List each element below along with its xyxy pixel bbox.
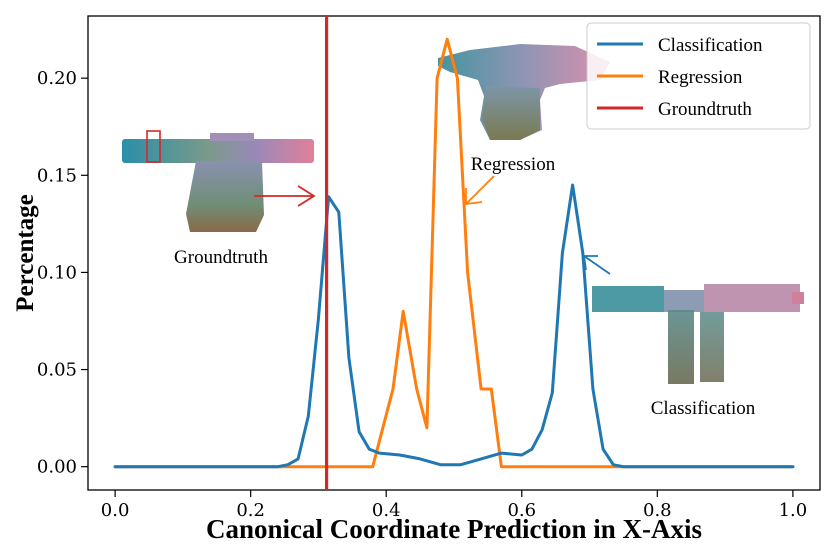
y-axis-ticks: 0.00 0.05 0.10 0.15 0.20 <box>37 68 88 478</box>
legend-label-classification: Classification <box>658 35 763 56</box>
classification-pointcloud-illustration <box>592 284 804 384</box>
regression-pointcloud-illustration <box>438 44 610 140</box>
classification-arrow <box>582 255 611 275</box>
x-tick-label: 1.0 <box>779 500 808 521</box>
x-axis-title: Canonical Coordinate Prediction in X-Axi… <box>206 514 702 544</box>
x-tick-label: 0.2 <box>236 500 265 521</box>
annotation-groundtruth: Groundtruth <box>174 247 268 268</box>
y-axis-title: Percentage <box>12 194 39 312</box>
y-tick-label: 0.00 <box>37 457 77 478</box>
groundtruth-arrow <box>254 185 316 207</box>
x-tick-label: 0.4 <box>372 500 401 521</box>
y-tick-label: 0.15 <box>37 165 77 186</box>
groundtruth-highlight-box <box>146 130 161 163</box>
groundtruth-pointcloud-illustration <box>122 133 314 232</box>
x-tick-label: 0.0 <box>101 500 130 521</box>
x-axis-ticks: 0.0 0.2 0.4 0.6 0.8 1.0 <box>101 490 807 521</box>
plot-frame <box>87 15 821 491</box>
y-tick-label: 0.20 <box>37 68 77 89</box>
annotation-regression: Regression <box>471 154 556 175</box>
annotation-classification: Classification <box>651 398 756 419</box>
y-tick-label: 0.10 <box>37 262 77 283</box>
series-line-classification <box>113 183 795 469</box>
legend-label-groundtruth: Groundtruth <box>658 99 752 120</box>
x-tick-label: 0.6 <box>507 500 536 521</box>
legend: Classification Regression Groundtruth <box>586 22 811 130</box>
series-line-regression <box>113 37 795 469</box>
x-tick-label: 0.8 <box>643 500 672 521</box>
regression-arrow <box>465 175 495 206</box>
series-layer <box>113 37 795 469</box>
y-tick-label: 0.05 <box>37 360 77 381</box>
legend-label-regression: Regression <box>658 67 743 88</box>
